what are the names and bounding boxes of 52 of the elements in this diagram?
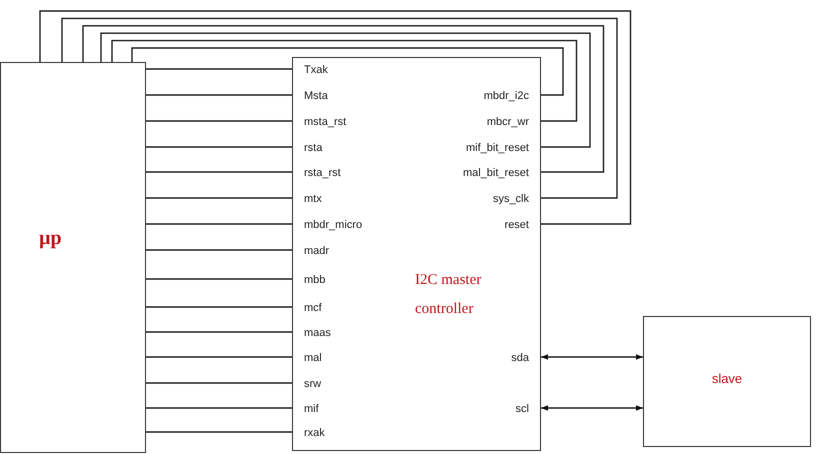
- signal-wire: [146, 223, 292, 225]
- pin-label: rsta: [293, 140, 322, 156]
- box-label: slave: [710, 371, 744, 386]
- pin-label: Txak: [293, 62, 328, 78]
- bidirectional-arrow: [541, 354, 643, 360]
- pin-label: mal_bit_reset: [462, 165, 540, 181]
- slave-box: [643, 316, 811, 447]
- signal-wire: [146, 431, 292, 433]
- pin-label: sys_clk: [492, 191, 540, 207]
- signal-wire: [100, 32, 591, 148]
- pin-label: mbdr_i2c: [484, 88, 540, 104]
- pin-label: mif_bit_reset: [466, 140, 540, 156]
- pin-label: rsta_rst: [293, 165, 341, 181]
- signal-wire: [146, 146, 292, 148]
- pin-label: mtx: [293, 191, 322, 207]
- pin-label: maas: [293, 325, 331, 341]
- signal-wire: [146, 278, 292, 280]
- signal-wire: [111, 40, 578, 122]
- pin-label: reset: [504, 217, 540, 233]
- signal-wire: [146, 306, 292, 308]
- pin-label: mif: [293, 401, 319, 417]
- signal-wire: [82, 25, 604, 173]
- pin-label: mcf: [293, 300, 322, 316]
- pin-label: madr: [293, 243, 330, 259]
- controller-block: [292, 57, 541, 451]
- processor-label: µp: [39, 227, 62, 250]
- pin-label: Msta: [293, 88, 328, 104]
- signal-wire: [131, 47, 564, 96]
- signal-wire: [146, 382, 292, 384]
- signal-wire: [146, 197, 292, 199]
- signal-wire: [146, 171, 292, 173]
- signal-wire: [146, 407, 292, 409]
- pin-label: mbcr_wr: [486, 114, 540, 130]
- pin-label: rxak: [293, 425, 325, 441]
- signal-wire: [146, 331, 292, 333]
- signal-wire: [146, 94, 292, 96]
- signal-wire: [146, 249, 292, 251]
- bidirectional-arrow: [541, 405, 643, 411]
- signal-wire: [146, 68, 292, 70]
- signal-wire: [39, 10, 632, 225]
- pin-label: msta_rst: [293, 114, 346, 130]
- pin-label: sda: [511, 350, 540, 366]
- signal-wire: [146, 120, 292, 122]
- pin-label: mal: [293, 350, 322, 366]
- block-title: I2C master controller: [415, 271, 482, 319]
- signal-wire: [61, 18, 618, 199]
- processor-box: [0, 62, 146, 453]
- pin-label: mbb: [293, 272, 326, 288]
- pin-label: mbdr_micro: [293, 217, 362, 233]
- pin-label: srw: [293, 376, 322, 392]
- pin-label: scl: [516, 401, 540, 417]
- signal-wire: [146, 356, 292, 358]
